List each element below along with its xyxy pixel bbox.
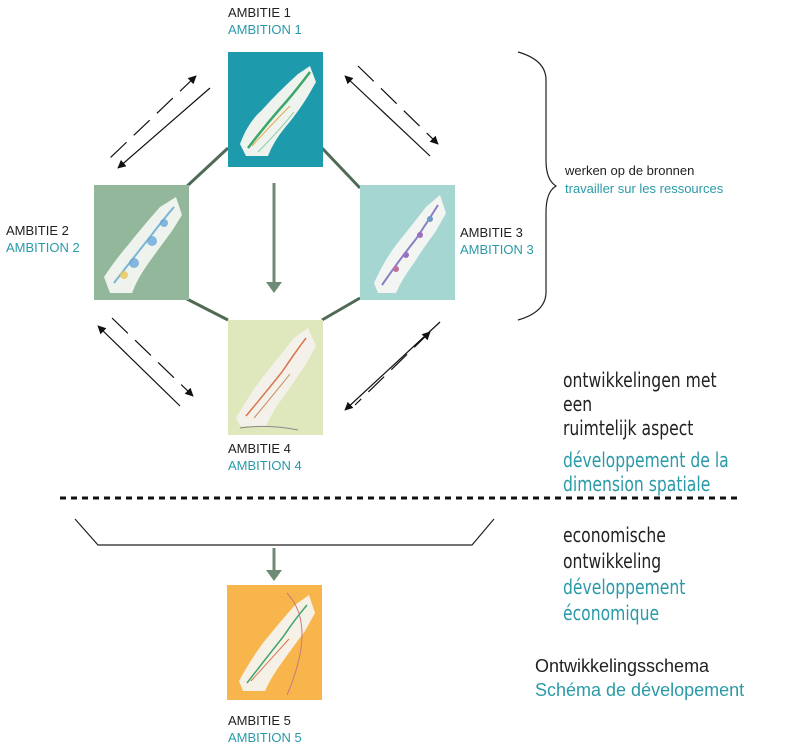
ambition-4-nl: AMBITIE 4 bbox=[228, 441, 291, 456]
ambition-2-nl: AMBITIE 2 bbox=[6, 223, 69, 238]
center-arrow bbox=[266, 183, 282, 293]
arrow-pair-3-4 bbox=[344, 321, 441, 411]
ambition-1-fr: AMBITION 1 bbox=[228, 22, 302, 37]
ambition-5-map bbox=[227, 585, 322, 700]
octagon-connectors bbox=[183, 146, 362, 322]
map-thumbnail-3 bbox=[360, 185, 455, 300]
ambition-2-label: AMBITIE 2 AMBITION 2 bbox=[6, 222, 80, 256]
spatial-nl-line1: ontwikkelingen met een bbox=[563, 368, 717, 416]
scheme-fr: Schéma de dévelopement bbox=[535, 680, 745, 700]
ambition-1-label: AMBITIE 1 AMBITION 1 bbox=[228, 4, 302, 38]
resources-bracket bbox=[517, 51, 558, 321]
spatial-group-label: ontwikkelingen met een ruimtelijk aspect… bbox=[563, 368, 748, 496]
spatial-fr-line2: dimension spatiale bbox=[563, 472, 711, 496]
ambition-2-map bbox=[94, 185, 189, 300]
ambition-3-map bbox=[360, 185, 455, 300]
spatial-fr-line1: développement de la bbox=[563, 448, 729, 472]
ambition-5-fr: AMBITION 5 bbox=[228, 730, 302, 745]
ambition-2-fr: AMBITION 2 bbox=[6, 240, 80, 255]
scheme-nl: Ontwikkelingsschema bbox=[535, 656, 710, 676]
spatial-nl-line2: ruimtelijk aspect bbox=[563, 416, 694, 440]
ambition-5-nl: AMBITIE 5 bbox=[228, 713, 291, 728]
connector-1-3 bbox=[320, 146, 362, 190]
arrow-to-ambition-5 bbox=[266, 548, 282, 581]
map-thumbnail-4 bbox=[228, 320, 323, 435]
ambition-4-label: AMBITIE 4 AMBITION 4 bbox=[228, 440, 302, 474]
ambition-4-fr: AMBITION 4 bbox=[228, 458, 302, 473]
resources-group-label: werken op de bronnen travailler sur les … bbox=[565, 162, 723, 198]
economic-group-label: economische ontwikkeling développement é… bbox=[563, 522, 748, 626]
ambition-3-label: AMBITIE 3 AMBITION 3 bbox=[460, 224, 534, 258]
connector-2-4 bbox=[184, 296, 229, 322]
ambition-1-map bbox=[228, 52, 323, 167]
arrow-pair-1-2 bbox=[109, 75, 211, 169]
resources-nl: werken op de bronnen bbox=[565, 163, 695, 178]
map-thumbnail-5 bbox=[227, 585, 322, 700]
ambition-3-fr: AMBITION 3 bbox=[460, 242, 534, 257]
arrow-pair-1-3 bbox=[344, 65, 439, 157]
economic-bracket bbox=[74, 518, 495, 546]
arrow-pair-2-4 bbox=[97, 317, 194, 407]
ambition-5-label: AMBITIE 5 AMBITION 5 bbox=[228, 712, 302, 746]
ambition-4-map bbox=[228, 320, 323, 435]
resources-fr: travailler sur les ressources bbox=[565, 181, 724, 196]
scheme-label: Ontwikkelingsschema Schéma de dévelopeme… bbox=[535, 654, 744, 702]
connector-1-2 bbox=[183, 146, 230, 190]
economic-nl: economische ontwikkeling bbox=[563, 523, 666, 573]
ambition-1-nl: AMBITIE 1 bbox=[228, 5, 291, 20]
connector-3-4 bbox=[321, 296, 361, 322]
economic-fr: développement économique bbox=[563, 575, 686, 625]
map-thumbnail-2 bbox=[94, 185, 189, 300]
map-thumbnail-1 bbox=[228, 52, 323, 167]
ambition-3-nl: AMBITIE 3 bbox=[460, 225, 523, 240]
